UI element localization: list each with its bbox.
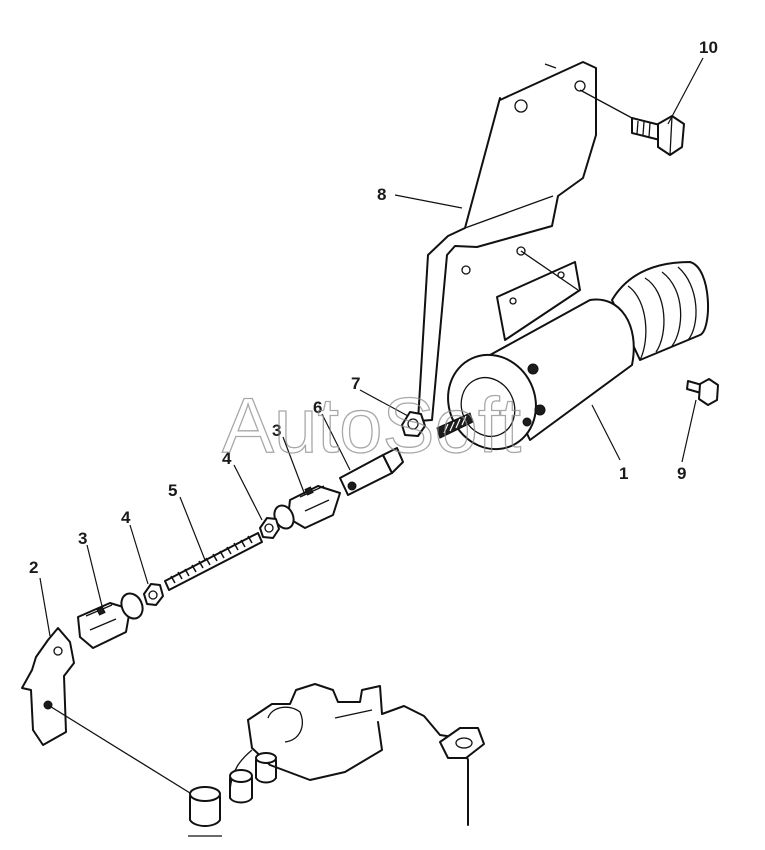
adapter-6 (339, 447, 404, 496)
callout-9: 9 (677, 464, 686, 483)
bolt-9 (686, 378, 719, 406)
nut-7 (401, 411, 426, 437)
watermark: AutoSoft (222, 381, 522, 469)
callout-1: 1 (619, 464, 628, 483)
leader-lines (39, 57, 704, 637)
callout-3-lower: 3 (78, 529, 87, 548)
injection-pump (188, 683, 485, 837)
callout-3-upper: 3 (272, 421, 281, 440)
callout-4-lower: 4 (121, 508, 131, 527)
solenoid-1 (436, 261, 709, 451)
lever-bracket-2 (21, 627, 75, 746)
callout-6: 6 (313, 398, 322, 417)
callout-labels: 10 8 7 6 3 4 5 4 3 2 1 9 (29, 38, 718, 577)
threaded-rod-5 (164, 532, 263, 591)
callout-7: 7 (351, 374, 360, 393)
fork-joint-3-upper (273, 485, 341, 530)
callout-2: 2 (29, 558, 38, 577)
callout-4-upper: 4 (222, 449, 232, 468)
callout-10: 10 (699, 38, 718, 57)
mounting-bracket-8 (417, 61, 597, 422)
callout-8: 8 (377, 185, 386, 204)
bolt-10 (631, 115, 685, 156)
nut-4-upper (259, 517, 280, 539)
callout-5: 5 (168, 481, 177, 500)
fork-joint-3-lower (77, 592, 144, 649)
nut-4-lower (143, 583, 164, 606)
assembly-axis-lines (47, 89, 633, 794)
